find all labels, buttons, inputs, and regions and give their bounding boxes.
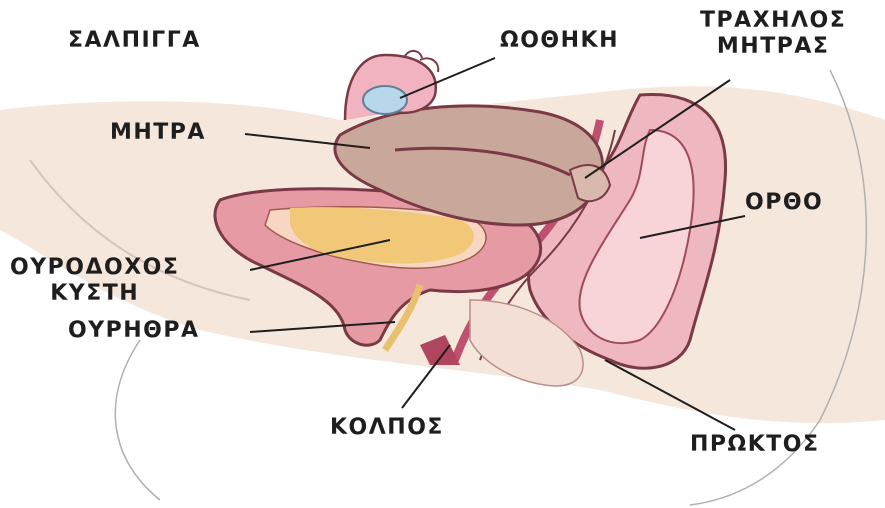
label-cervix: ΤΡΑΧΗΛΟΣ ΜΗΤΡΑΣ <box>700 8 846 60</box>
label-bladder: ΟΥΡΟΔΟΧΟΣ ΚΥΣΤΗ <box>10 255 179 307</box>
label-rectum: ΟΡΘΟ <box>745 190 823 216</box>
label-uterus: ΜΗΤΡΑ <box>110 120 206 146</box>
label-vagina: ΚΟΛΠΟΣ <box>330 415 444 441</box>
ovary <box>363 86 407 114</box>
label-cervix-line1: ΤΡΑΧΗΛΟΣ <box>700 8 846 34</box>
label-cervix-line2: ΜΗΤΡΑΣ <box>700 34 846 60</box>
label-bladder-line1: ΟΥΡΟΔΟΧΟΣ <box>10 255 179 281</box>
label-ovary: ΩΟΘΗΚΗ <box>500 28 619 54</box>
label-anus: ΠΡΩΚΤΟΣ <box>690 432 820 458</box>
label-bladder-line2: ΚΥΣΤΗ <box>10 281 179 307</box>
label-fallopian-tube: ΣΑΛΠΙΓΓΑ <box>68 28 201 54</box>
skin-contour-bottom <box>115 340 160 500</box>
label-urethra: ΟΥΡΗΘΡΑ <box>68 318 200 344</box>
